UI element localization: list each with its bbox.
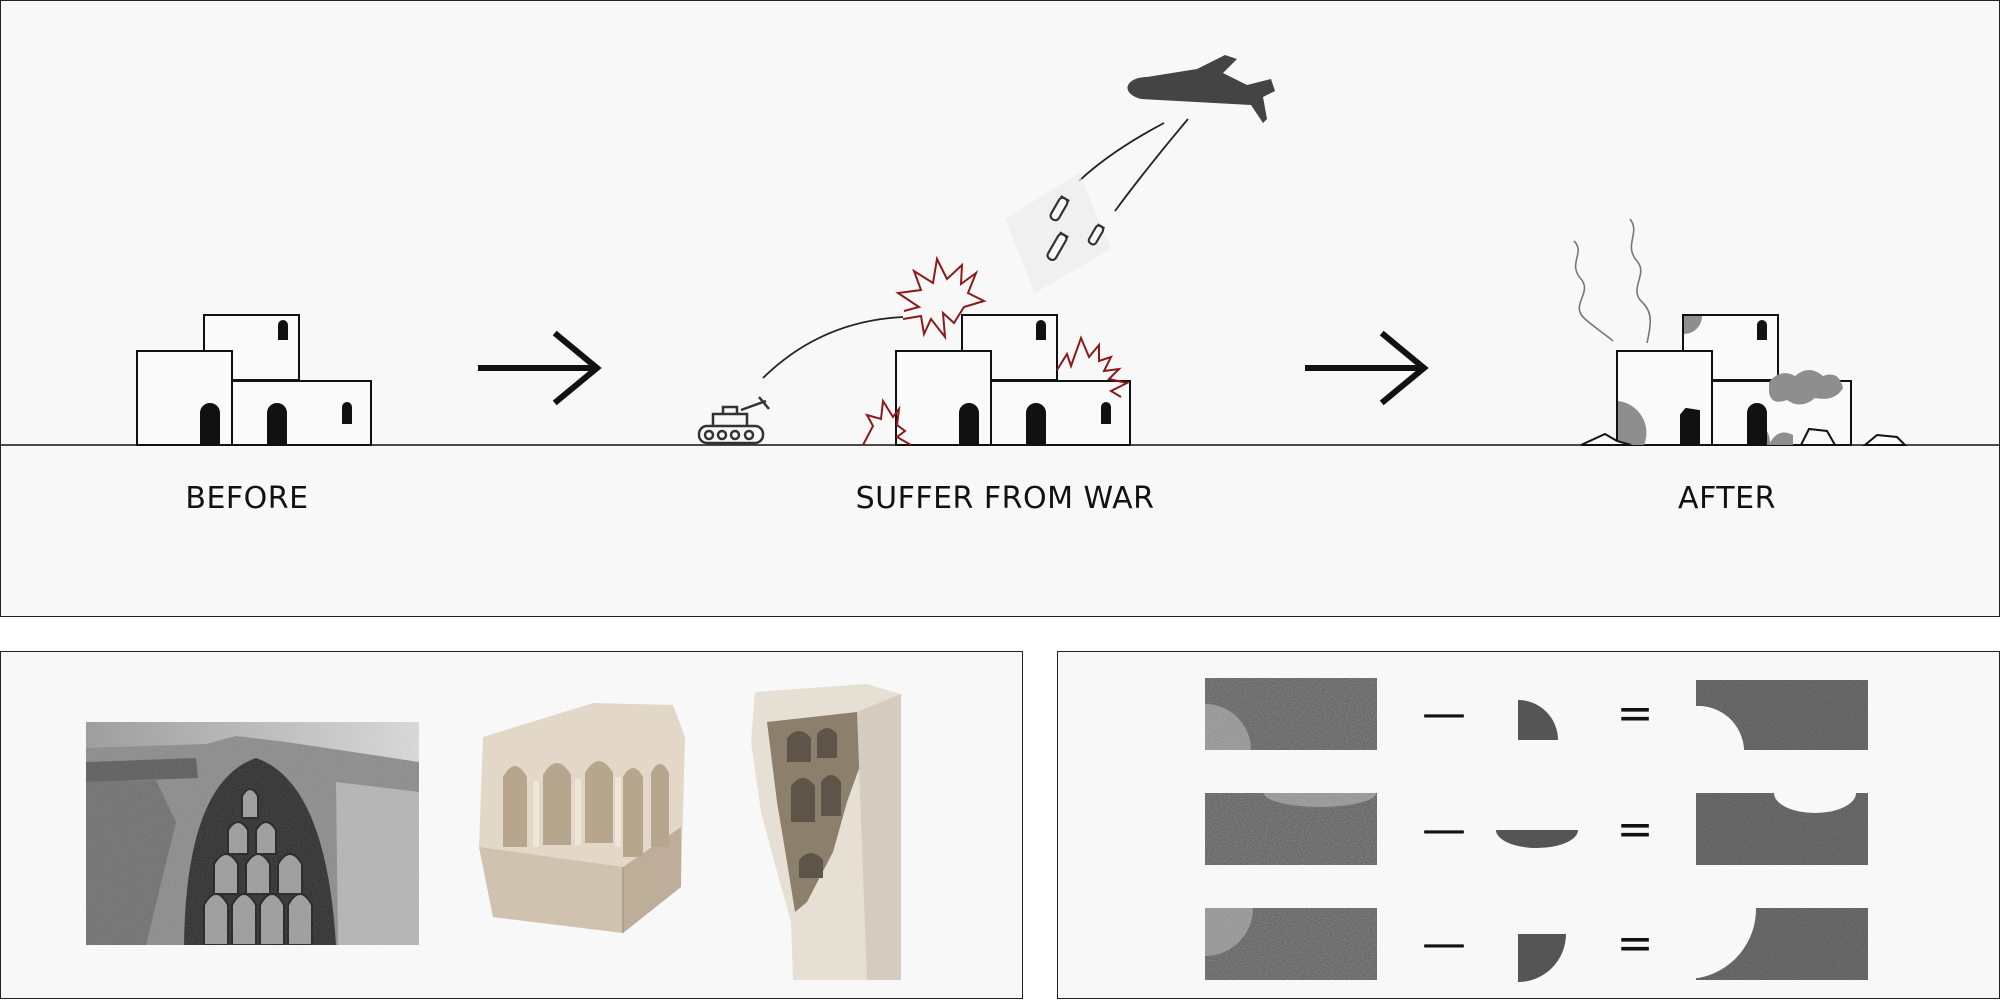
equals-symbol: =	[1616, 804, 1654, 855]
removed-piece	[1518, 934, 1566, 982]
minus-symbol: —	[1422, 804, 1466, 855]
arrow-right-icon	[478, 330, 602, 406]
equals-symbol: =	[1616, 688, 1654, 739]
result-block	[1696, 793, 1868, 865]
equals-symbol: =	[1616, 918, 1654, 969]
stage-label-after: AFTER	[1678, 481, 1776, 516]
explosion-icon	[862, 255, 1130, 446]
house-during-war	[895, 314, 1131, 446]
airplane-icon	[1127, 55, 1275, 123]
carved-stone-block-photo	[479, 703, 685, 933]
stone-block	[1205, 793, 1377, 865]
equation-row-3	[1205, 908, 1868, 982]
stone-block	[1205, 678, 1377, 750]
tank-icon	[697, 396, 770, 445]
house-before	[136, 314, 372, 446]
removed-piece	[1496, 830, 1578, 848]
arrow-right-icon	[1305, 330, 1429, 406]
subtraction-equations	[1205, 678, 1868, 982]
result-block	[1696, 680, 1868, 750]
carved-stone-column-photo	[751, 684, 901, 980]
minus-symbol: —	[1422, 918, 1466, 969]
reference-images-panel	[0, 651, 1023, 999]
war-process-diagram: BEFORE SUFFER FROM WAR AFTER	[0, 0, 2000, 617]
result-block	[1696, 908, 1868, 980]
rubble	[1580, 427, 1908, 446]
stage-label-before: BEFORE	[185, 481, 309, 516]
war-process-illustration	[1, 55, 1999, 446]
bomb-icon	[1046, 195, 1106, 262]
smoke-icon	[1573, 218, 1652, 344]
equation-row-1	[1205, 678, 1868, 750]
subtraction-diagram-panel: — = — = — =	[1057, 651, 2000, 999]
muqarnas-vault-photo	[86, 722, 419, 945]
minus-symbol: —	[1422, 688, 1466, 739]
stage-label-war: SUFFER FROM WAR	[855, 481, 1155, 516]
stone-block	[1205, 908, 1377, 980]
shell-trajectory	[762, 316, 904, 379]
equation-row-2	[1205, 793, 1868, 865]
bomb-trajectory	[1078, 122, 1165, 182]
removed-piece	[1518, 700, 1558, 740]
bomb-trajectory	[1114, 118, 1189, 212]
bomb-backdrop	[1005, 173, 1111, 293]
